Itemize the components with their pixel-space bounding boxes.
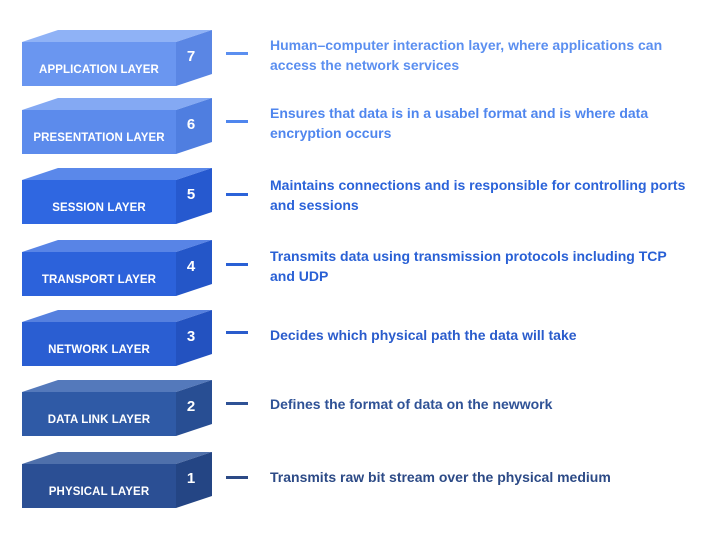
layer-side-face: [176, 168, 212, 224]
layer-top-face: [22, 310, 212, 322]
layer-block: SESSION LAYER 5: [22, 168, 212, 230]
layer-front-face: [22, 180, 176, 224]
layer-number: 1: [186, 469, 196, 487]
layer-front-face: [22, 322, 176, 366]
layer-description: Maintains connections and is responsible…: [270, 177, 686, 213]
connector-dash: [226, 193, 248, 196]
layer-front-face: [22, 464, 176, 508]
layer-name: PRESENTATION LAYER: [33, 132, 165, 144]
layer-top-face: [22, 380, 212, 392]
layer-block-shape: [22, 380, 212, 436]
layer-block-shape: [22, 240, 212, 296]
layer-description: Ensures that data is in a usabel format …: [270, 105, 649, 141]
layer-description: Transmits raw bit stream over the physic…: [270, 469, 611, 485]
connector-dash: [226, 52, 248, 55]
layer-block-shape: [22, 30, 212, 86]
layer-block-shape: [22, 310, 212, 366]
layer-block-shape: [22, 452, 212, 508]
layer-front-face: [22, 42, 176, 86]
layer-name: TRANSPORT LAYER: [41, 274, 157, 286]
layer-number: 2: [186, 397, 196, 415]
layer-block: PRESENTATION LAYER 6: [22, 98, 212, 160]
layer-number: 3: [186, 327, 196, 345]
layer-name: NETWORK LAYER: [48, 344, 150, 356]
layer-description: Human–computer interaction layer, where …: [270, 37, 663, 73]
layer-block: NETWORK LAYER 3: [22, 310, 212, 372]
layer-name: PHYSICAL LAYER: [48, 486, 150, 498]
layer-block: PHYSICAL LAYER 1: [22, 452, 212, 514]
layer-side-face: [176, 98, 212, 154]
layer-side-face: [176, 310, 212, 366]
connector-dash: [226, 120, 248, 123]
layer-block: DATA LINK LAYER 2: [22, 380, 212, 442]
layer-block-shape: [22, 168, 212, 224]
layer-number: 5: [186, 185, 196, 203]
connector-dash: [226, 331, 248, 334]
layer-number: 7: [186, 47, 196, 65]
layer-top-face: [22, 98, 212, 110]
connector-dash: [226, 402, 248, 405]
layer-row: PHYSICAL LAYER 1 Transmits raw bit stream …: [0, 0, 720, 508]
layer-block: TRANSPORT LAYER 4: [22, 240, 212, 302]
layer-description: Defines the format of data on the newwor…: [270, 396, 553, 412]
layer-side-face: [176, 380, 212, 436]
layer-front-face: [22, 392, 176, 436]
layer-row: APPLICATION LAYER 7 Human–computer interac…: [0, 0, 720, 86]
layer-side-face: [176, 452, 212, 508]
layer-front-face: [22, 252, 176, 296]
layer-side-face: [176, 240, 212, 296]
layer-row: TRANSPORT LAYER 4 Transmits data using tra…: [0, 0, 720, 296]
layer-number: 4: [186, 257, 196, 275]
connector-dash: [226, 263, 248, 266]
layer-front-face: [22, 110, 176, 154]
layer-row: NETWORK LAYER 3 Decides which physical pat…: [0, 0, 720, 366]
layer-name: APPLICATION LAYER: [39, 64, 159, 76]
layer-row: DATA LINK LAYER 2 Defines the format of da…: [0, 0, 720, 436]
layer-block: APPLICATION LAYER 7: [22, 30, 212, 92]
layer-side-face: [176, 30, 212, 86]
layer-description: Decides which physical path the data wil…: [270, 327, 577, 343]
layer-description: Transmits data using transmission protoc…: [270, 248, 667, 284]
layer-row: PRESENTATION LAYER 6 Ensures that data is …: [0, 0, 720, 154]
layer-top-face: [22, 452, 212, 464]
layer-name: DATA LINK LAYER: [47, 414, 151, 426]
layer-name: SESSION LAYER: [52, 202, 146, 214]
layer-top-face: [22, 240, 212, 252]
layer-row: SESSION LAYER 5 Maintains connections and …: [0, 0, 720, 224]
layer-block-shape: [22, 98, 212, 154]
layer-top-face: [22, 30, 212, 42]
layer-number: 6: [186, 115, 196, 133]
connector-dash: [226, 476, 248, 479]
layer-top-face: [22, 168, 212, 180]
